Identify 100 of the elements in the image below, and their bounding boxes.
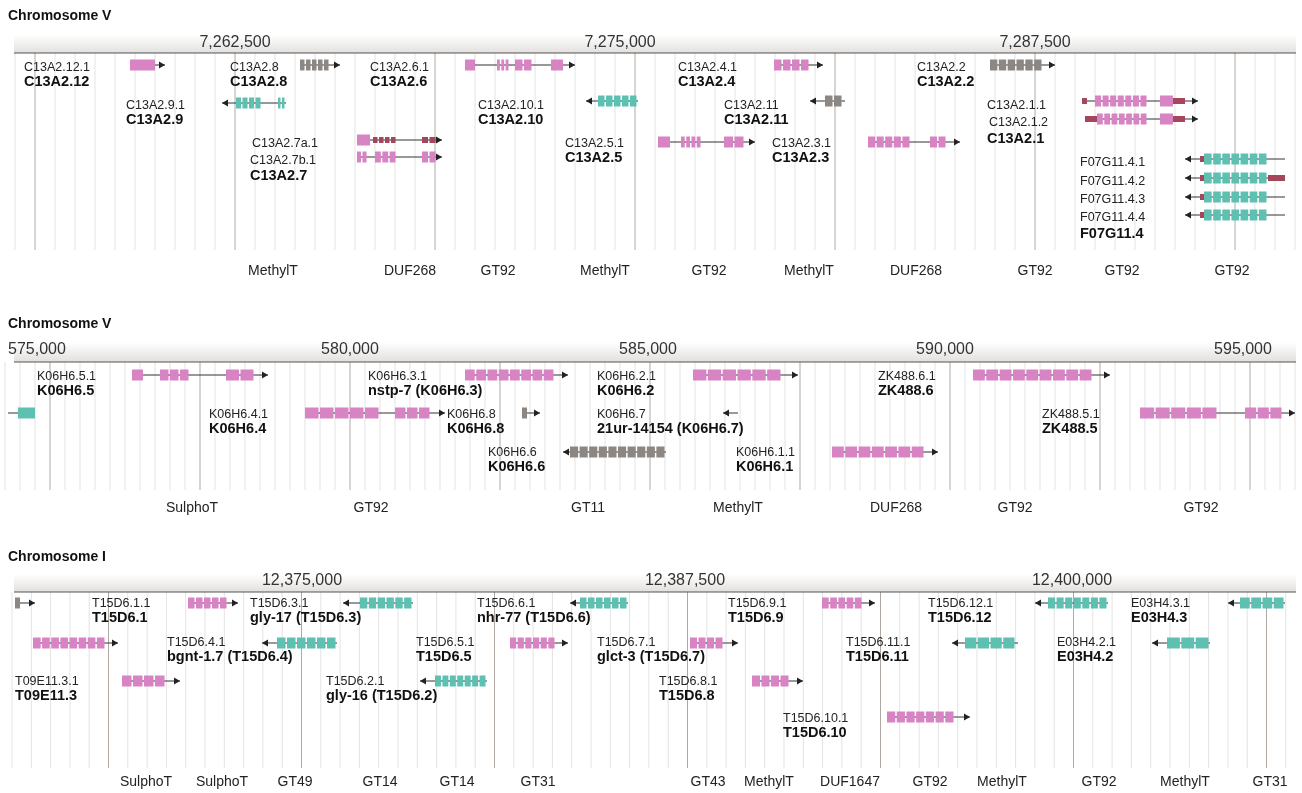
gene-family-label: GT14: [362, 774, 398, 788]
transcript-label: K06H6.6: [488, 446, 537, 459]
gene-label: nhr-77 (T15D6.6): [477, 610, 591, 625]
gene-label: 21ur-14154 (K06H6.7): [597, 421, 744, 436]
transcript-label: K06H6.1.1: [736, 446, 796, 459]
transcript-label: E03H4.2.1: [1057, 636, 1117, 649]
gene-family-label: GT92: [691, 263, 727, 277]
gene-label: C13A2.1: [987, 131, 1045, 146]
transcript-label: T15D6.11.1: [846, 636, 911, 649]
gene-family-label: GT31: [1252, 774, 1288, 788]
coordinate-label: 580,000: [321, 341, 379, 357]
coordinate-label: 575,000: [8, 341, 66, 357]
coordinate-label: 12,375,000: [261, 572, 343, 588]
transcript-label: T15D6.3.1: [250, 597, 309, 610]
transcript-label: T15D6.2.1: [326, 675, 385, 688]
coordinate-label: 585,000: [619, 341, 677, 357]
gene-family-label: GT14: [439, 774, 475, 788]
transcript-label: T09E11.3.1: [15, 675, 79, 688]
chromosome-title: Chromosome V: [8, 316, 112, 330]
gene-label: E03H4.3: [1131, 610, 1188, 625]
transcript-label: C13A2.4.1: [678, 61, 738, 74]
gene-label: C13A2.12: [24, 74, 90, 89]
gene-label: K06H6.6: [488, 459, 546, 474]
transcript-label: C13A2.12.1: [24, 61, 91, 74]
gene-label: gly-16 (T15D6.2): [326, 688, 438, 703]
gene-label: C13A2.11: [724, 112, 789, 127]
gene-family-label: MethylT: [713, 500, 763, 514]
gene-family-label: GT31: [520, 774, 556, 788]
gene-family-label: GT92: [1214, 263, 1250, 277]
gene-label: ZK488.6: [878, 383, 934, 398]
gene-family-label: GT92: [353, 500, 389, 514]
transcript-label: C13A2.1.2: [989, 116, 1049, 129]
gene-family-label: SulphoT: [119, 774, 173, 788]
gene-family-label: MethylT: [248, 263, 298, 277]
gene-label: K06H6.4: [209, 421, 267, 436]
gene-label: glct-3 (T15D6.7): [597, 649, 705, 664]
coordinate-label: 590,000: [916, 341, 974, 357]
coordinate-label: 7,262,500: [199, 34, 271, 50]
transcript-label: C13A2.9.1: [126, 99, 186, 112]
gene-label: gly-17 (T15D6.3): [250, 610, 362, 625]
gene-label: T15D6.8: [659, 688, 715, 703]
gene-label: C13A2.9: [126, 112, 184, 127]
transcript-label: T15D6.5.1: [416, 636, 475, 649]
chromosome-title: Chromosome I: [8, 549, 106, 563]
gene-label: C13A2.3: [772, 150, 830, 165]
gene-label: T15D6.11: [846, 649, 909, 664]
coordinate-label: 7,275,000: [584, 34, 656, 50]
gene-label: K06H6.1: [736, 459, 794, 474]
gene-family-label: GT92: [1017, 263, 1053, 277]
gene-family-label: MethylT: [580, 263, 630, 277]
gene-family-label: MethylT: [977, 774, 1027, 788]
transcript-label: K06H6.7: [597, 408, 646, 421]
gene-label: F07G11.4: [1080, 226, 1144, 241]
gene-family-label: SulphoT: [195, 774, 249, 788]
transcript-label: C13A2.7b.1: [250, 154, 317, 167]
transcript-label: F07G11.4.4: [1080, 211, 1146, 224]
gene-family-label: GT92: [997, 500, 1033, 514]
gene-label: C13A2.2: [917, 74, 975, 89]
gene-label: T15D6.5: [416, 649, 472, 664]
transcript-label: K06H6.4.1: [209, 408, 269, 421]
transcript-label: F07G11.4.3: [1080, 193, 1146, 206]
gene-label: ZK488.5: [1042, 421, 1098, 436]
gene-family-label: MethylT: [1160, 774, 1210, 788]
gene-label: C13A2.5: [565, 150, 623, 165]
gene-label: T15D6.12: [928, 610, 992, 625]
gene-family-label: GT11: [571, 500, 605, 514]
coordinate-label: 12,400,000: [1031, 572, 1113, 588]
transcript-label: C13A2.10.1: [478, 99, 545, 112]
transcript-label: T15D6.4.1: [167, 636, 226, 649]
transcript-label: T15D6.10.1: [783, 712, 849, 725]
gene-label: E03H4.2: [1057, 649, 1114, 664]
transcript-label: C13A2.7a.1: [252, 137, 319, 150]
transcript-label: E03H4.3.1: [1131, 597, 1191, 610]
gene-label: T09E11.3: [15, 688, 78, 703]
coordinate-label: 12,387,500: [644, 572, 726, 588]
gene-label: T15D6.1: [92, 610, 148, 625]
transcript-label: ZK488.5.1: [1042, 408, 1100, 421]
transcript-label: C13A2.11: [724, 99, 779, 112]
gene-family-label: MethylT: [744, 774, 794, 788]
gene-family-label: GT43: [690, 774, 726, 788]
gene-family-label: DUF1647: [820, 774, 880, 788]
coordinate-label: 595,000: [1214, 341, 1272, 357]
gene-label: nstp-7 (K06H6.3): [368, 383, 483, 398]
gene-label: C13A2.7: [250, 168, 308, 183]
gene-family-label: GT49: [277, 774, 313, 788]
gene-family-label: GT92: [1104, 263, 1140, 277]
gene-label: T15D6.9: [728, 610, 784, 625]
chromosome-title: Chromosome V: [8, 8, 112, 22]
transcript-label: C13A2.1.1: [987, 99, 1047, 112]
transcript-label: T15D6.9.1: [728, 597, 787, 610]
transcript-label: T15D6.1.1: [92, 597, 151, 610]
gene-label: K06H6.8: [447, 421, 505, 436]
transcript-label: K06H6.3.1: [368, 370, 428, 383]
transcript-label: F07G11.4.2: [1080, 175, 1146, 188]
transcript-label: C13A2.5.1: [565, 137, 625, 150]
gene-family-label: DUF268: [869, 500, 923, 514]
gene-family-label: MethylT: [784, 263, 834, 277]
gene-family-label: GT92: [480, 263, 516, 277]
gene-label: C13A2.10: [478, 112, 544, 127]
transcript-label: T15D6.12.1: [928, 597, 994, 610]
